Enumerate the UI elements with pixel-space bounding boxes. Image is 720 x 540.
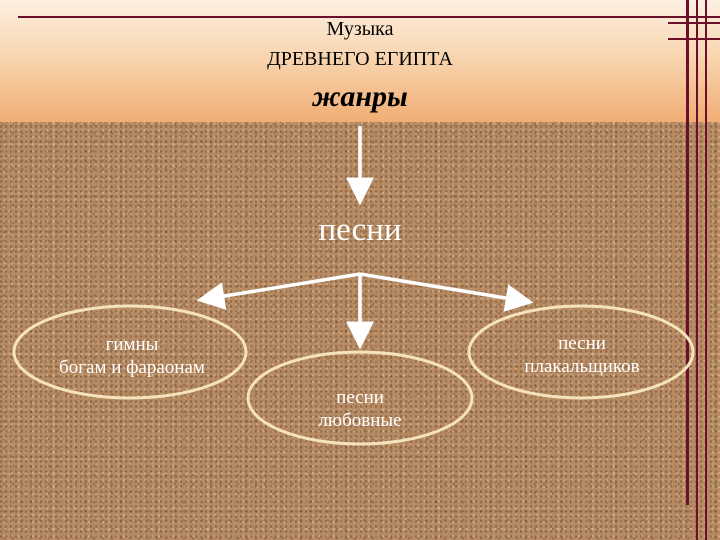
node-love-songs-line1: песни xyxy=(336,387,384,408)
node-hymns-line1: гимны xyxy=(105,334,159,355)
right-vertical-rule-1 xyxy=(686,0,689,505)
right-horizontal-rule-2 xyxy=(668,38,720,40)
node-mourners-songs-line1: песни xyxy=(558,333,606,354)
right-horizontal-rule-1 xyxy=(668,22,720,24)
node-love-songs-line2: любовные xyxy=(318,410,402,431)
ellipse-hymns xyxy=(12,304,248,400)
node-mourners-songs: песни плакальщиков xyxy=(472,332,692,378)
center-label-songs: песни xyxy=(318,212,402,248)
node-mourners-songs-line2: плакальщиков xyxy=(524,356,640,377)
node-hymns-line2: богам и фараонам xyxy=(59,357,205,378)
right-vertical-rule-3 xyxy=(705,0,707,540)
title-line-ancient-egypt: ДРЕВНЕГО ЕГИПТА xyxy=(267,48,453,70)
node-hymns: гимны богам и фараонам xyxy=(24,333,240,379)
ellipse-love-songs xyxy=(246,350,474,446)
top-rule xyxy=(18,16,720,18)
ellipse-mourners-songs xyxy=(467,304,695,400)
header-band xyxy=(0,0,720,122)
arrow-to-hymns xyxy=(196,272,361,310)
title-line-genres: жанры xyxy=(312,80,408,113)
node-love-songs: песни любовные xyxy=(255,386,465,432)
right-vertical-rule-2 xyxy=(696,0,698,540)
arrow-to-mourners-songs xyxy=(359,272,534,312)
title-line-music: Музыка xyxy=(326,18,394,40)
